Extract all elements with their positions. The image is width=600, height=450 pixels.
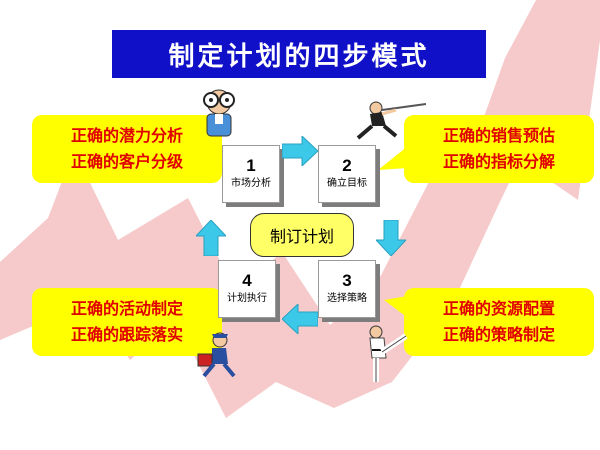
running-courier-clipart <box>197 332 236 378</box>
step-number: 4 <box>242 271 252 290</box>
arrow-up-icon <box>196 220 226 256</box>
callout-top-left: 正确的潜力分析 正确的客户分级 <box>32 115 222 183</box>
callout-line: 正确的潜力分析 <box>70 126 183 145</box>
step-4-box: 4 计划执行 <box>218 260 276 318</box>
callout-top-right: 正确的销售预估 正确的指标分解 <box>404 115 594 183</box>
step-number: 3 <box>342 271 352 290</box>
step-number: 1 <box>246 156 256 175</box>
arrow-down-icon <box>376 220 406 256</box>
flow-arrow-down <box>376 220 406 256</box>
step-number: 2 <box>342 156 352 175</box>
callout-line: 正确的销售预估 <box>442 126 555 145</box>
callout-line: 正确的策略制定 <box>442 325 555 344</box>
arrow-right-icon <box>282 136 318 166</box>
step-label: 计划执行 <box>227 293 267 304</box>
callout-bottom-right: 正确的资源配置 正确的策略制定 <box>404 288 594 356</box>
step-1-box: 1 市场分析 <box>222 145 280 203</box>
pointer-top-right <box>378 146 408 170</box>
goggles-man-clipart <box>203 89 235 137</box>
flow-arrow-right <box>282 136 318 166</box>
arrow-left-icon <box>282 304 318 334</box>
flow-arrow-up <box>196 220 226 256</box>
step-2-box: 2 确立目标 <box>318 145 376 203</box>
callout-line: 正确的活动制定 <box>70 299 183 318</box>
callout-line: 正确的跟踪落实 <box>70 325 183 344</box>
page-title: 制定计划的四步模式 <box>112 30 486 78</box>
center-plan-box: 制订计划 <box>250 213 354 257</box>
step-label: 确立目标 <box>327 178 367 189</box>
step-label: 市场分析 <box>231 178 271 189</box>
callout-line: 正确的客户分级 <box>70 152 183 171</box>
step-3-box: 3 选择策略 <box>318 260 376 318</box>
callout-line: 正确的资源配置 <box>442 299 555 318</box>
step-label: 选择策略 <box>327 293 367 304</box>
callout-bottom-left: 正确的活动制定 正确的跟踪落实 <box>32 288 222 356</box>
swordsman-clipart <box>356 101 427 140</box>
karate-kick-clipart <box>369 325 408 382</box>
flow-arrow-left <box>282 304 318 334</box>
pointer-bottom-right <box>384 296 408 318</box>
callout-line: 正确的指标分解 <box>442 152 555 171</box>
